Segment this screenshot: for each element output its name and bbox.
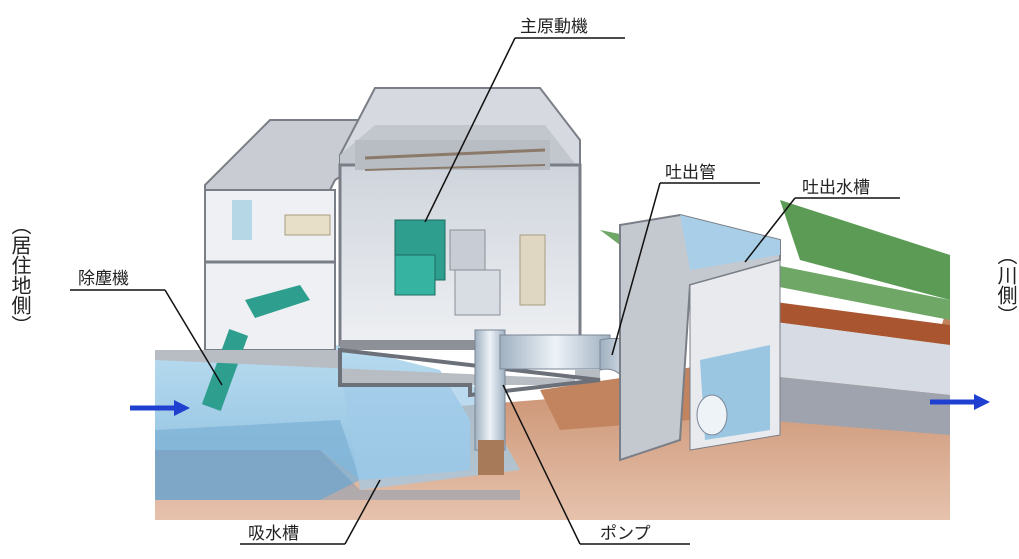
label-residential-side: （居住地側）: [8, 215, 32, 335]
label-suction-tank: 吸水槽: [248, 524, 299, 544]
label-discharge-tank: 吐出水槽: [802, 178, 870, 198]
flow-arrow-in: [130, 400, 190, 416]
label-pump: ポンプ: [600, 524, 651, 544]
flow-arrow-out: [930, 394, 990, 410]
label-discharge-pipe: 吐出管: [665, 163, 716, 183]
suction-channel: [155, 345, 520, 500]
leader-lines: [70, 37, 900, 545]
label-river-side: （川側）: [994, 245, 1018, 325]
discharge-tank-structure: [619, 213, 781, 462]
pump-building: [155, 87, 681, 475]
label-dust-remover: 除塵機: [78, 269, 129, 289]
label-main-engine: 主原動機: [520, 17, 588, 37]
